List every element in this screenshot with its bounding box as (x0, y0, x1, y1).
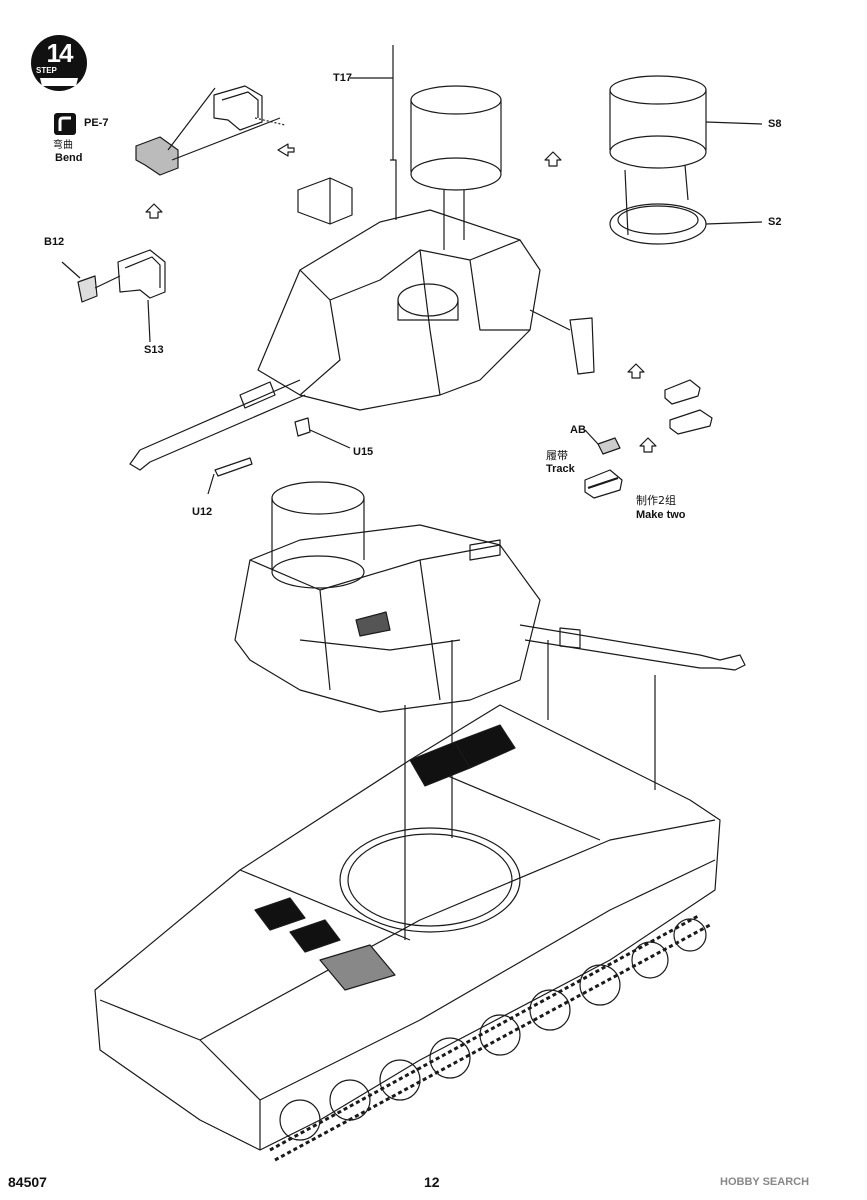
hull (94, 704, 721, 1162)
label-u12: U12 (192, 506, 213, 518)
s8-s2-parts (609, 75, 763, 245)
upper-turret (129, 45, 595, 495)
bend-icon (54, 113, 76, 135)
label-bend-en: Bend (55, 152, 83, 164)
watermark: HOBBY SEARCH (720, 1176, 810, 1188)
label-s13: S13 (144, 344, 164, 356)
label-make-two-cn: 制作2组 (636, 494, 676, 507)
assembly-arrow-icon (145, 143, 657, 453)
label-bend-cn: 弯曲 (53, 140, 73, 151)
product-code: 84507 (8, 1174, 47, 1190)
step-badge-icon: 14 STEP (30, 34, 88, 92)
label-ab: AB (570, 424, 586, 436)
label-track-en: Track (546, 463, 575, 475)
label-pe7: PE-7 (84, 117, 109, 129)
step-word: STEP (36, 66, 57, 75)
track-parts (584, 379, 713, 499)
assembled-turret (234, 481, 746, 713)
b12-s13-parts (61, 249, 166, 343)
label-b12: B12 (44, 236, 65, 248)
label-track-cn: 履带 (546, 449, 568, 462)
label-u15: U15 (353, 446, 374, 458)
step-number: 14 (46, 38, 74, 68)
guide-lines (404, 640, 656, 940)
label-s8: S8 (768, 118, 782, 130)
label-s2: S2 (768, 216, 782, 228)
page-number: 12 (424, 1174, 440, 1190)
label-t17: T17 (333, 72, 352, 84)
pe7-part (135, 85, 286, 176)
label-make-two-en: Make two (636, 509, 686, 521)
